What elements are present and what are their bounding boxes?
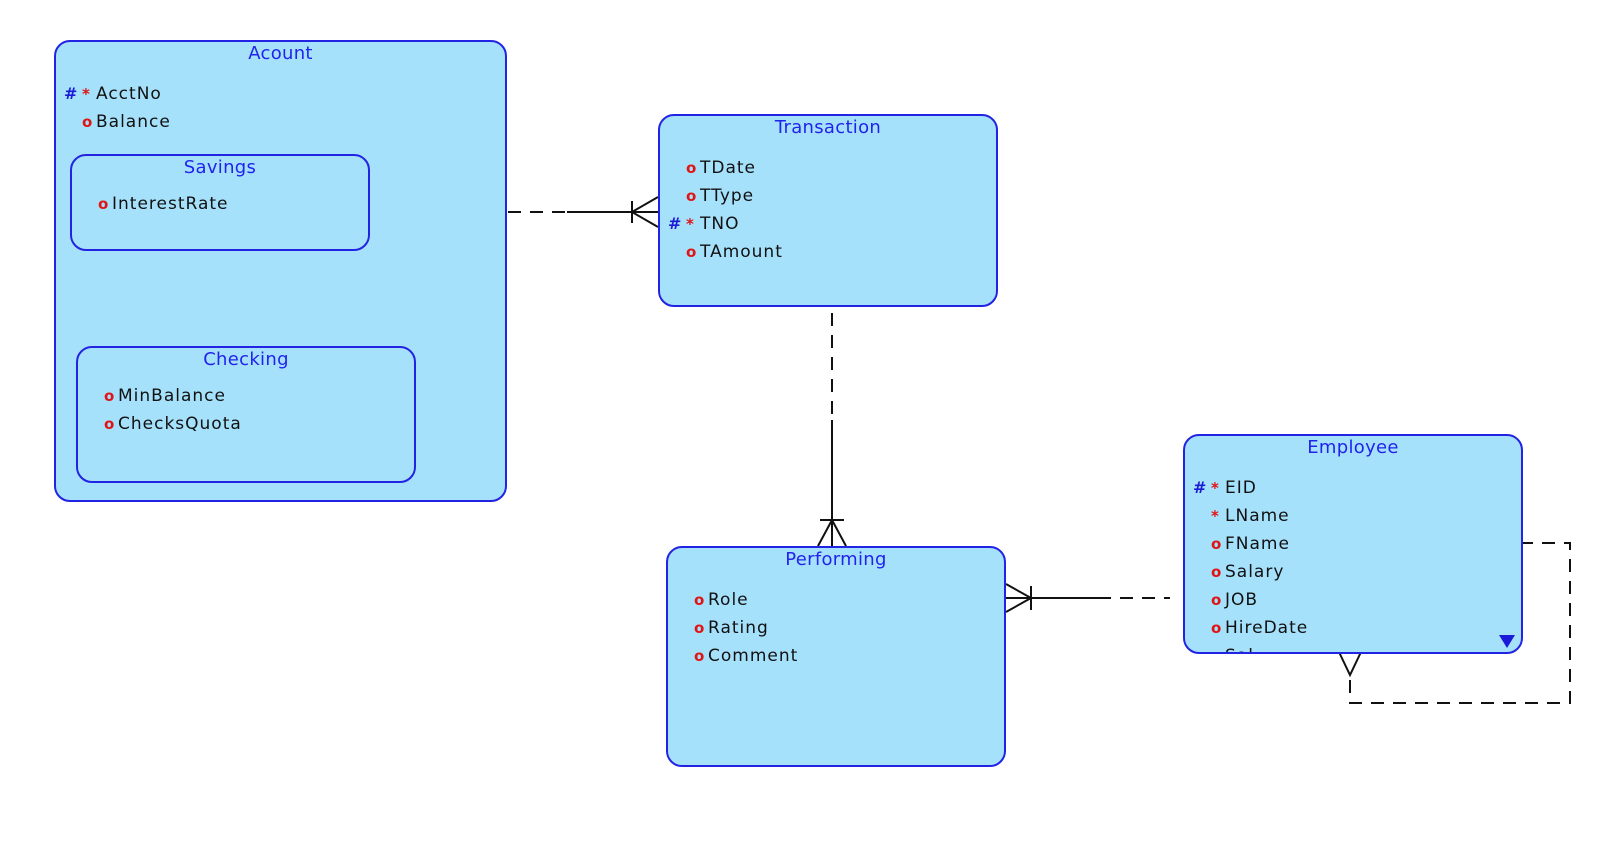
entity-transaction[interactable]: Transaction o TDate o TType # * TNO o TA…: [658, 114, 998, 307]
entity-account-attributes: # * AcctNo o Balance: [56, 80, 505, 136]
optional-marker: o: [104, 415, 115, 433]
attribute-name: Sal: [1225, 642, 1254, 652]
attribute-name: AcctNo: [96, 84, 162, 104]
attribute-row[interactable]: # * AcctNo: [56, 80, 505, 108]
attribute-row[interactable]: o TDate: [660, 154, 996, 182]
mandatory-marker: *: [686, 215, 694, 233]
entity-transaction-title: Transaction: [774, 117, 882, 138]
attribute-name: Salary: [1225, 562, 1285, 582]
attribute-row[interactable]: o FName: [1185, 530, 1521, 558]
uid-marker: #: [668, 214, 682, 233]
rel-account-transaction-crowfoot: [629, 196, 659, 228]
attribute-row[interactable]: o HireDate: [1185, 614, 1521, 642]
optional-marker: o: [1211, 642, 1223, 652]
attribute-name: LName: [1225, 506, 1290, 526]
uid-marker: #: [1193, 478, 1207, 497]
entity-employee[interactable]: Employee # * EID * LName o FName o Salar…: [1183, 434, 1523, 654]
entity-savings-title: Savings: [183, 157, 257, 178]
entity-employee-attributes: # * EID * LName o FName o Salary o JOB o…: [1185, 474, 1521, 652]
optional-marker: o: [686, 187, 697, 205]
attribute-row[interactable]: # * EID: [1185, 474, 1521, 502]
attribute-name: Rating: [708, 618, 769, 638]
attribute-row[interactable]: # * TNO: [660, 210, 996, 238]
entity-employee-title: Employee: [1307, 437, 1399, 458]
attribute-row[interactable]: * LName: [1185, 502, 1521, 530]
attribute-row[interactable]: o Sal: [1185, 642, 1521, 652]
optional-marker: o: [1211, 563, 1222, 581]
entity-transaction-attributes: o TDate o TType # * TNO o TAmount: [660, 154, 996, 266]
optional-marker: o: [82, 113, 93, 131]
optional-marker: o: [1211, 535, 1222, 553]
attribute-row[interactable]: o TType: [660, 182, 996, 210]
attribute-name: TAmount: [700, 242, 783, 262]
uid-marker: #: [64, 84, 78, 103]
optional-marker: o: [686, 159, 697, 177]
entity-performing-title: Performing: [785, 549, 887, 570]
attribute-name: MinBalance: [118, 386, 226, 406]
optional-marker: o: [694, 591, 705, 609]
rel-employee-performing-crowfoot: [1005, 583, 1034, 613]
entity-performing[interactable]: Performing o Role o Rating o Comment: [666, 546, 1006, 767]
attribute-name: ChecksQuota: [118, 414, 242, 434]
attribute-name: EID: [1225, 478, 1257, 498]
optional-marker: o: [694, 647, 705, 665]
attribute-name: Balance: [96, 112, 171, 132]
entity-savings-attributes: o InterestRate: [72, 190, 368, 218]
entity-checking-title: Checking: [203, 349, 289, 370]
mandatory-marker: *: [1211, 507, 1219, 525]
entity-performing-attributes: o Role o Rating o Comment: [668, 586, 1004, 670]
expand-attributes-icon[interactable]: [1499, 635, 1515, 648]
attribute-name: HireDate: [1225, 618, 1309, 638]
rel-transaction-performing-crowfoot: [817, 517, 847, 547]
attribute-row[interactable]: o Rating: [668, 614, 1004, 642]
attribute-name: InterestRate: [112, 194, 229, 214]
attribute-name: Role: [708, 590, 749, 610]
attribute-row[interactable]: o ChecksQuota: [78, 410, 414, 438]
attribute-name: Comment: [708, 646, 799, 666]
attribute-row[interactable]: o Salary: [1185, 558, 1521, 586]
attribute-row[interactable]: o MinBalance: [78, 382, 414, 410]
optional-marker: o: [104, 387, 115, 405]
attribute-name: TType: [700, 186, 755, 206]
entity-checking[interactable]: Checking o MinBalance o ChecksQuota: [76, 346, 416, 483]
attribute-row[interactable]: o JOB: [1185, 586, 1521, 614]
entity-savings[interactable]: Savings o InterestRate: [70, 154, 370, 251]
attribute-name: TDate: [700, 158, 757, 178]
entity-account-title: Acount: [248, 43, 313, 64]
attribute-name: JOB: [1225, 590, 1259, 610]
optional-marker: o: [1211, 619, 1222, 637]
optional-marker: o: [98, 195, 109, 213]
attribute-name: FName: [1225, 534, 1290, 554]
attribute-row[interactable]: o Role: [668, 586, 1004, 614]
rel-employee-self-loop[interactable]: [1349, 542, 1571, 704]
optional-marker: o: [686, 243, 697, 261]
attribute-row[interactable]: o Balance: [56, 108, 505, 136]
attribute-row[interactable]: o Comment: [668, 642, 1004, 670]
attribute-row[interactable]: o InterestRate: [72, 190, 368, 218]
attribute-name: TNO: [700, 214, 740, 234]
mandatory-marker: *: [1211, 479, 1219, 497]
rel-employee-self-crowfoot: [1338, 651, 1362, 678]
entity-checking-attributes: o MinBalance o ChecksQuota: [78, 382, 414, 438]
optional-marker: o: [1211, 591, 1222, 609]
optional-marker: o: [694, 619, 705, 637]
attribute-row[interactable]: o TAmount: [660, 238, 996, 266]
mandatory-marker: *: [82, 85, 90, 103]
